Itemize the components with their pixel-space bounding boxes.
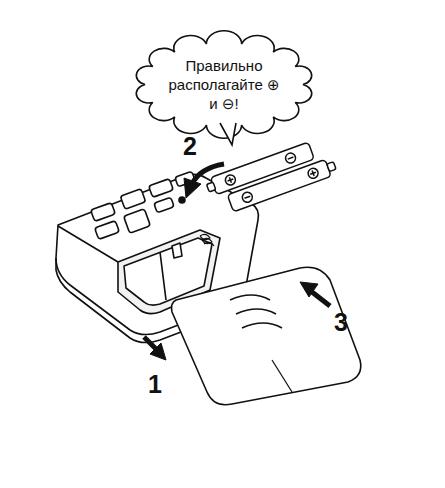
bubble-text: Правильно располагайте ⊕ и ⊖! — [168, 56, 280, 113]
bubble-tail — [220, 123, 236, 145]
battery-cover — [172, 267, 361, 405]
cloud-shape — [136, 30, 311, 137]
batteries — [205, 136, 338, 217]
callout-number: 1 — [148, 372, 162, 397]
step-arrows — [144, 164, 330, 360]
callout-number: 2 — [183, 134, 197, 159]
speech-bubble: Правильно располагайте ⊕ и ⊖! — [142, 40, 306, 129]
callout-number: 3 — [334, 310, 348, 335]
